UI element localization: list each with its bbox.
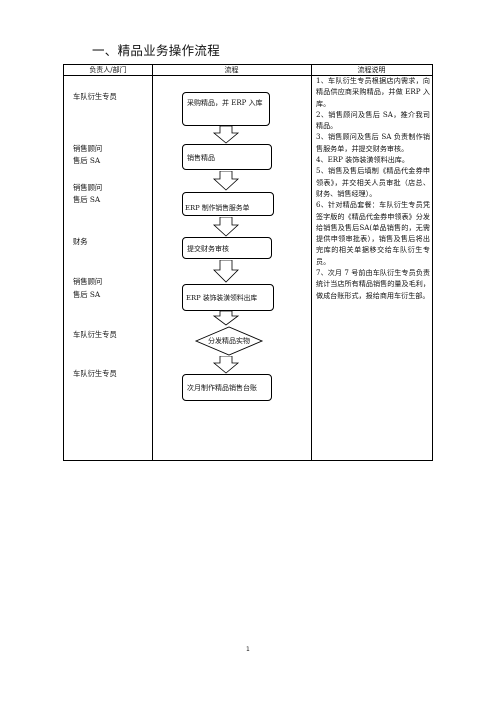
responsible-finance: 财务 xyxy=(73,237,88,246)
description-step-6: 6、针对精品套餐：车队衍生专员凭签字版的《精品代金券申领表》分发给销售及售后SA… xyxy=(316,200,430,266)
responsible-after-sales-sa: 售后 SA xyxy=(73,156,101,165)
header-flow: 流程 xyxy=(224,66,239,74)
flow-step-material-issue: ERP 装饰装潢领料出库 xyxy=(182,284,274,311)
down-arrow-icon xyxy=(213,260,239,283)
responsible-after-sales-sa: 售后 SA xyxy=(73,195,101,204)
column-divider-2 xyxy=(311,65,312,460)
responsible-sales-consultant: 销售顾问 xyxy=(73,183,103,192)
header-responsible: 负责人/部门 xyxy=(89,66,127,74)
down-arrow-icon xyxy=(212,217,240,237)
responsible-after-sales-sa: 售后 SA xyxy=(73,290,101,299)
description-step-7: 7、次月 7 号前由车队衍生专员负责统计当店所有精品销售的量及毛利，做成台账形式… xyxy=(316,268,430,300)
description-step-2: 2、销售顾问及售后 SA，推介我司精品。 xyxy=(316,109,430,131)
header-description: 流程说明 xyxy=(357,66,386,74)
process-table: 负责人/部门 流程 流程说明 车队衍生专员 销售顾问 售后 SA 销售顾问 售后… xyxy=(63,64,433,461)
description-step-4: 4、ERP 装饰装潢领料出库。 xyxy=(316,155,409,165)
flow-step-finance-review: 提交财务审核 xyxy=(182,237,272,259)
document-title: 一、精品业务操作流程 xyxy=(92,43,221,58)
flow-step-service-order: ERP 制作销售服务单 xyxy=(182,192,274,216)
responsible-sales-consultant: 销售顾问 xyxy=(73,144,103,153)
page-number: 1 xyxy=(246,646,250,653)
process-description: 1、车队衍生专员根据店内需求，向精品供应商采购精品，并做 ERP 入库。 2、销… xyxy=(316,75,430,301)
description-step-3: 3、销售顾问及售后 SA 负责制作销售服务单，并提交财务审核。 xyxy=(316,132,430,153)
header-divider xyxy=(64,75,432,76)
flow-step-distribute-diamond xyxy=(194,326,264,356)
down-arrow-icon xyxy=(212,356,240,374)
description-step-5: 5、销售及售后填制《精品代金券申领表》，并交相关人员审批（店总、财务、销售经理）… xyxy=(316,166,430,198)
column-divider-1 xyxy=(152,65,153,460)
down-arrow-icon xyxy=(212,171,240,191)
down-arrow-icon xyxy=(212,311,240,326)
responsible-sales-consultant: 销售顾问 xyxy=(73,277,103,286)
responsible-fleet-specialist: 车队衍生专员 xyxy=(73,330,117,339)
responsible-fleet-specialist: 车队衍生专员 xyxy=(73,92,117,101)
flow-step-ledger: 次月制作精品销售台账 xyxy=(182,374,272,401)
flow-step-distribute: 分发精品实物 xyxy=(208,337,250,345)
description-step-1: 1、车队衍生专员根据店内需求，向精品供应商采购精品，并做 ERP 入库。 xyxy=(316,76,430,108)
down-arrow-icon xyxy=(212,126,240,144)
flow-step-sell: 销售精品 xyxy=(182,144,272,170)
flow-step-purchase: 采购精品，并 ERP 入库 xyxy=(182,92,270,126)
responsible-fleet-specialist: 车队衍生专员 xyxy=(73,369,117,378)
